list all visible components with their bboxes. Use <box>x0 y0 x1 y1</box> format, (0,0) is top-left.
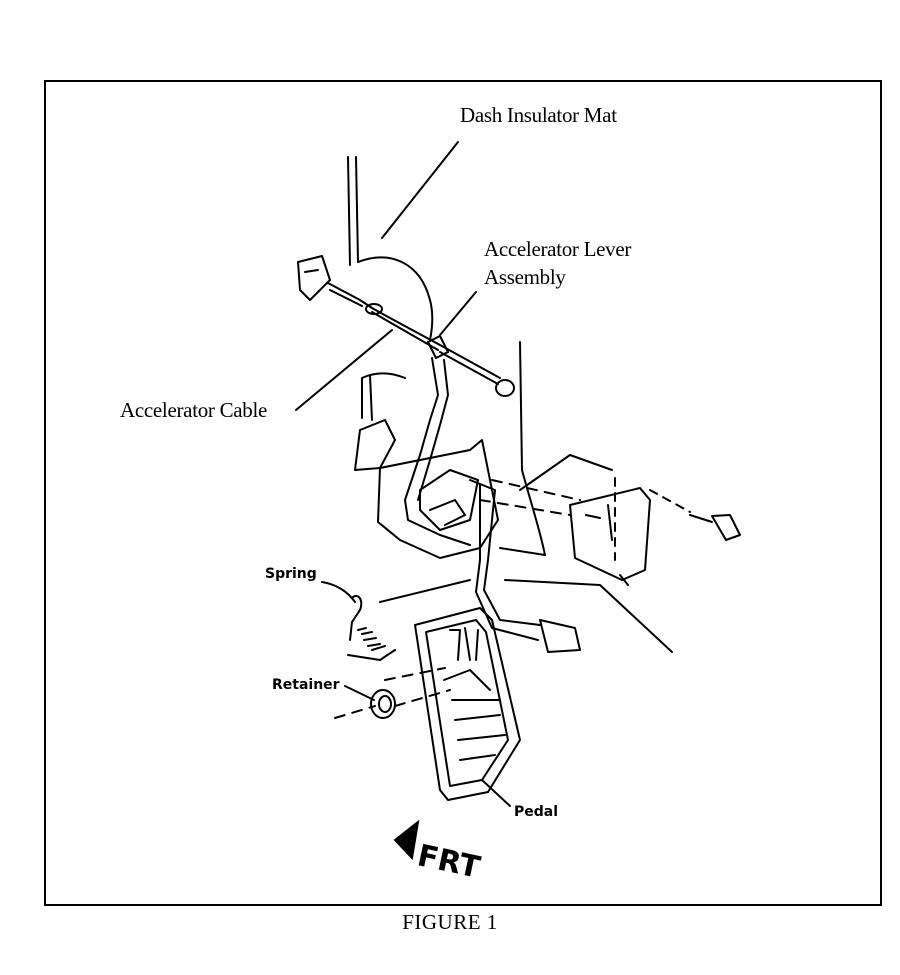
figure-caption: FIGURE 1 <box>402 910 498 934</box>
mounting-plate <box>569 487 651 581</box>
label-retainer: Retainer <box>272 677 340 693</box>
leader-cable <box>295 329 393 411</box>
spring <box>347 594 396 661</box>
leader-spring <box>321 581 356 603</box>
lever-bracket <box>377 439 499 559</box>
label-accelerator-cable: Accelerator Cable <box>120 398 268 422</box>
leader-dash <box>381 141 459 239</box>
leader-lever <box>439 291 477 336</box>
label-pedal: Pedal <box>514 804 559 820</box>
cable-bracket <box>297 255 331 301</box>
dash-wall <box>347 156 359 266</box>
accelerator-lever <box>404 335 471 546</box>
label-dash-insulator-mat: Dash Insulator Mat <box>460 103 617 127</box>
figure-frame <box>44 80 882 906</box>
firewall <box>499 341 546 556</box>
leader-pedal <box>481 779 511 807</box>
pedal-pad <box>414 607 521 801</box>
retainer <box>370 689 396 719</box>
label-accelerator-lever-assembly: Accelerator Lever Assembly <box>484 235 631 291</box>
label-accelerator-lever-line2: Assembly <box>484 265 566 289</box>
bolt <box>689 514 741 541</box>
label-accelerator-lever-line1: Accelerator Lever <box>484 237 632 261</box>
leader-retainer <box>344 685 375 701</box>
pedal-arm <box>469 479 541 641</box>
accelerator-cable <box>327 282 501 379</box>
front-arrow <box>393 819 420 861</box>
label-spring: Spring <box>265 566 317 582</box>
dash-insulator-mat <box>357 256 434 341</box>
